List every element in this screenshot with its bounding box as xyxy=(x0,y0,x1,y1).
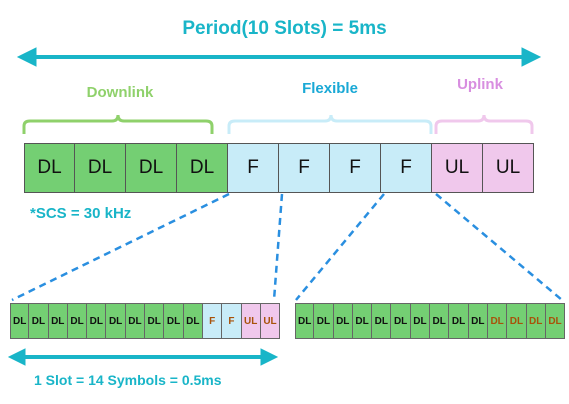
left-symbol-1: DL xyxy=(10,303,30,339)
right-symbol-14: DL xyxy=(545,303,566,339)
uplink-brace xyxy=(434,114,534,134)
right-symbol-6: DL xyxy=(391,303,411,339)
downlink-brace xyxy=(22,114,214,134)
slot-6: F xyxy=(279,143,330,193)
slot-7: F xyxy=(330,143,381,193)
right-symbol-12: DL xyxy=(507,303,527,339)
left-symbol-6: DL xyxy=(106,303,126,339)
flexible-brace xyxy=(227,114,433,134)
right-symbol-3: DL xyxy=(333,303,353,339)
slot-3: DL xyxy=(126,143,177,193)
slot-duration-arrow xyxy=(7,348,279,366)
uplink-label: Uplink xyxy=(457,76,503,93)
period-arrow xyxy=(16,47,542,67)
slot-9: UL xyxy=(432,143,483,193)
zoom-lines xyxy=(11,192,563,302)
left-symbol-13: UL xyxy=(241,303,261,339)
right-symbol-7: DL xyxy=(410,303,431,339)
left-symbol-10: DL xyxy=(183,303,203,339)
left-symbol-12: F xyxy=(222,303,242,339)
right-symbol-10: DL xyxy=(468,303,488,339)
scs-note: *SCS = 30 kHz xyxy=(30,205,132,222)
left-symbol-7: DL xyxy=(125,303,146,339)
slot-note: 1 Slot = 14 Symbols = 0.5ms xyxy=(34,372,222,388)
downlink-label: Downlink xyxy=(86,84,154,101)
left-symbol-8: DL xyxy=(145,303,165,339)
right-symbol-9: DL xyxy=(449,303,469,339)
right-symbol-13: DL xyxy=(526,303,546,339)
period-title: Period(10 Slots) = 5ms xyxy=(182,18,387,39)
right-symbol-2: DL xyxy=(314,303,334,339)
slot-5: F xyxy=(228,143,279,193)
slot-8: F xyxy=(381,143,432,193)
flexible-label: Flexible xyxy=(302,80,358,97)
left-symbol-2: DL xyxy=(29,303,49,339)
right-symbol-4: DL xyxy=(352,303,373,339)
left-symbol-9: DL xyxy=(164,303,184,339)
right-symbol-1: DL xyxy=(295,303,315,339)
right-symbol-8: DL xyxy=(430,303,450,339)
slot-10: UL xyxy=(483,143,534,193)
left-symbol-11: F xyxy=(202,303,223,339)
left-symbol-5: DL xyxy=(87,303,107,339)
slot-4: DL xyxy=(177,143,228,193)
left-symbol-14: UL xyxy=(260,303,281,339)
left-symbol-4: DL xyxy=(67,303,88,339)
right-symbol-5: DL xyxy=(372,303,392,339)
right-symbol-11: DL xyxy=(487,303,508,339)
slot-2: DL xyxy=(75,143,126,193)
left-symbol-3: DL xyxy=(48,303,68,339)
slot-1: DL xyxy=(24,143,75,193)
